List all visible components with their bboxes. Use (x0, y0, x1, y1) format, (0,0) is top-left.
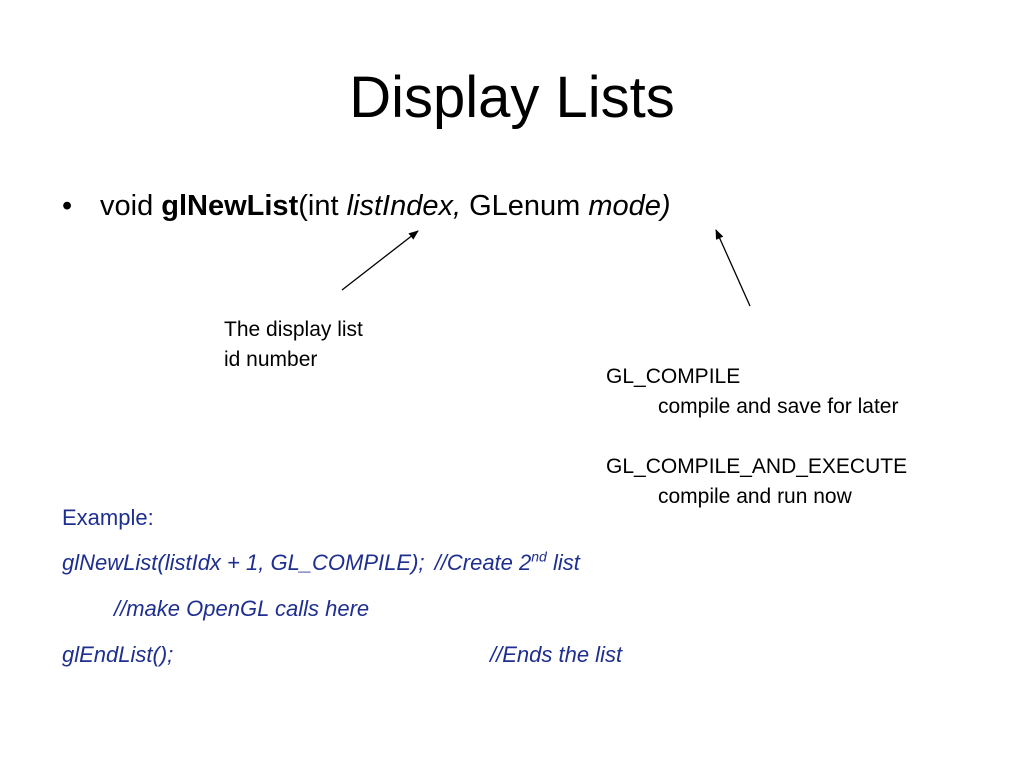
comment-text: list (546, 550, 580, 575)
mode-compile-desc: compile and save for later (658, 395, 899, 418)
example-line-endlist: glEndList(); //Ends the list (62, 640, 622, 670)
list-index-annotation: The display list id number (224, 315, 363, 375)
example-line-newlist: glNewList(listIdx + 1, GL_COMPILE); //Cr… (62, 548, 580, 578)
arrow-to-list-index (341, 230, 419, 291)
function-signature: • void glNewList(int listIndex, GLenum mo… (62, 186, 671, 226)
mode-compile-and-execute-desc: compile and run now (658, 485, 852, 508)
mode-compile-and-execute: GL_COMPILE_AND_EXECUTE (606, 455, 908, 478)
comment-ends-list: //Ends the list (490, 642, 623, 667)
param-mode: mode) (588, 190, 671, 222)
example-label: Example: (62, 505, 154, 530)
code-endlist-call: glEndList(); (62, 642, 174, 667)
param-open: (int (298, 190, 347, 222)
ordinal-superscript: nd (531, 548, 547, 565)
function-name: glNewList (161, 190, 299, 222)
bullet-icon: • (62, 190, 73, 222)
comment-create-list: //Create 2nd list (431, 550, 580, 575)
example-line-calls-comment: //make OpenGL calls here (114, 596, 370, 621)
mode-compile: GL_COMPILE (606, 365, 741, 388)
param-type-glenum: GLenum (461, 190, 589, 222)
param-list-index: listIndex, (346, 190, 462, 222)
spacer (606, 422, 907, 452)
annotation-line: The display list (224, 318, 363, 341)
code-newlist-call: glNewList(listIdx + 1, GL_COMPILE); (62, 550, 425, 575)
arrow-to-mode (715, 229, 751, 307)
mode-annotation: GL_COMPILE compile and save for later GL… (606, 362, 907, 512)
comment-text: //Create 2 (434, 550, 532, 575)
return-type: void (100, 190, 162, 222)
annotation-line: id number (224, 348, 318, 371)
slide-title: Display Lists (349, 65, 675, 130)
